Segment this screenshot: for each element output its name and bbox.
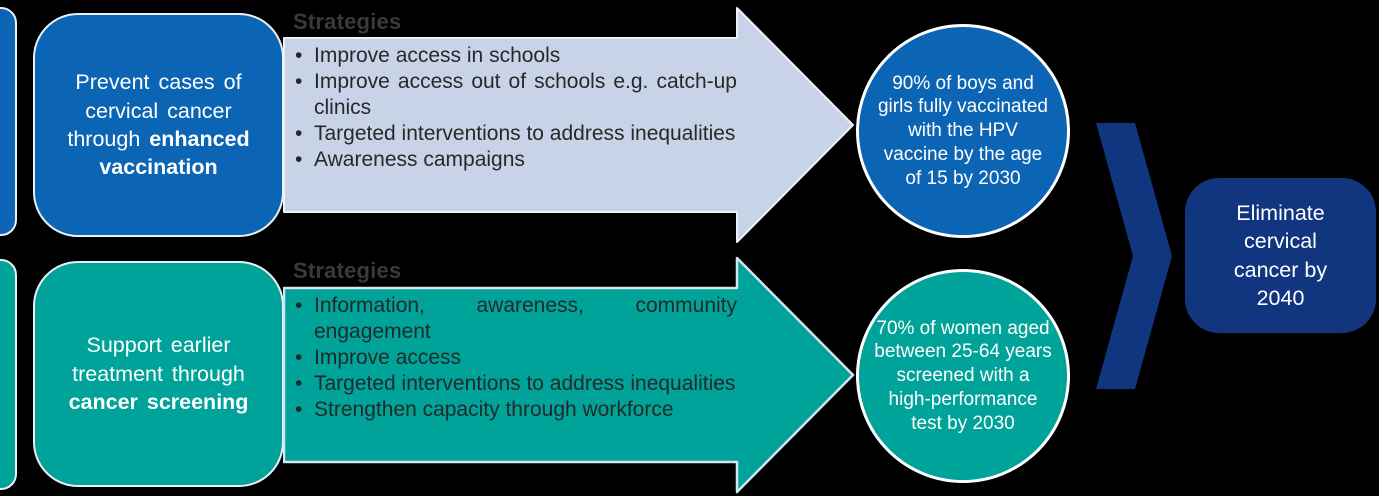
screening-box: Support earlier treatment through cancer… xyxy=(33,261,284,487)
vaccination-box-text-normal: Prevent cases of cervical cancer through xyxy=(67,70,242,151)
list-item: Awareness campaigns xyxy=(293,147,737,173)
screening-echo-box xyxy=(0,259,17,490)
screening-box-text-bold: cancer screening xyxy=(68,390,249,415)
screening-box-text-normal: Support earlier treatment through xyxy=(72,333,245,386)
screening-target-circle: 70% of women aged between 25-64 years sc… xyxy=(856,269,1070,483)
list-item: Targeted interventions to address inequa… xyxy=(293,371,737,397)
screening-target-text: 70% of women aged between 25-64 years sc… xyxy=(874,317,1052,434)
vaccination-strategies-heading: Strategies xyxy=(293,9,402,34)
vaccination-strategies-list: Improve access in schools Improve access… xyxy=(293,43,737,173)
vaccination-target-circle: 90% of boys and girls fully vaccinated w… xyxy=(856,24,1070,238)
list-item: Strengthen capacity through workforce xyxy=(293,397,737,423)
vaccination-target-text: 90% of boys and girls fully vaccinated w… xyxy=(877,72,1049,189)
chevron-right-icon xyxy=(1096,123,1172,389)
screening-strategies-list: Information, awareness, community engage… xyxy=(293,293,737,423)
vaccination-box-text-bold: enhanced vaccination xyxy=(99,127,250,180)
vaccination-echo-box xyxy=(0,7,17,236)
vaccination-box: Prevent cases of cervical cancer through… xyxy=(33,13,284,237)
list-item: Improve access in schools xyxy=(293,43,737,69)
list-item: Information, awareness, community engage… xyxy=(293,293,737,345)
vaccination-box-text: Prevent cases of cervical cancer through… xyxy=(61,68,256,182)
list-item: Improve access xyxy=(293,345,737,371)
outcome-box: Eliminate cervical cancer by 2040 xyxy=(1185,178,1376,333)
screening-strategies-heading: Strategies xyxy=(293,258,402,283)
screening-box-text: Support earlier treatment through cancer… xyxy=(61,331,256,416)
outcome-box-text: Eliminate cervical cancer by 2040 xyxy=(1233,200,1328,310)
list-item: Targeted interventions to address inequa… xyxy=(293,121,737,147)
list-item: Improve access out of schools e.g. catch… xyxy=(293,69,737,121)
